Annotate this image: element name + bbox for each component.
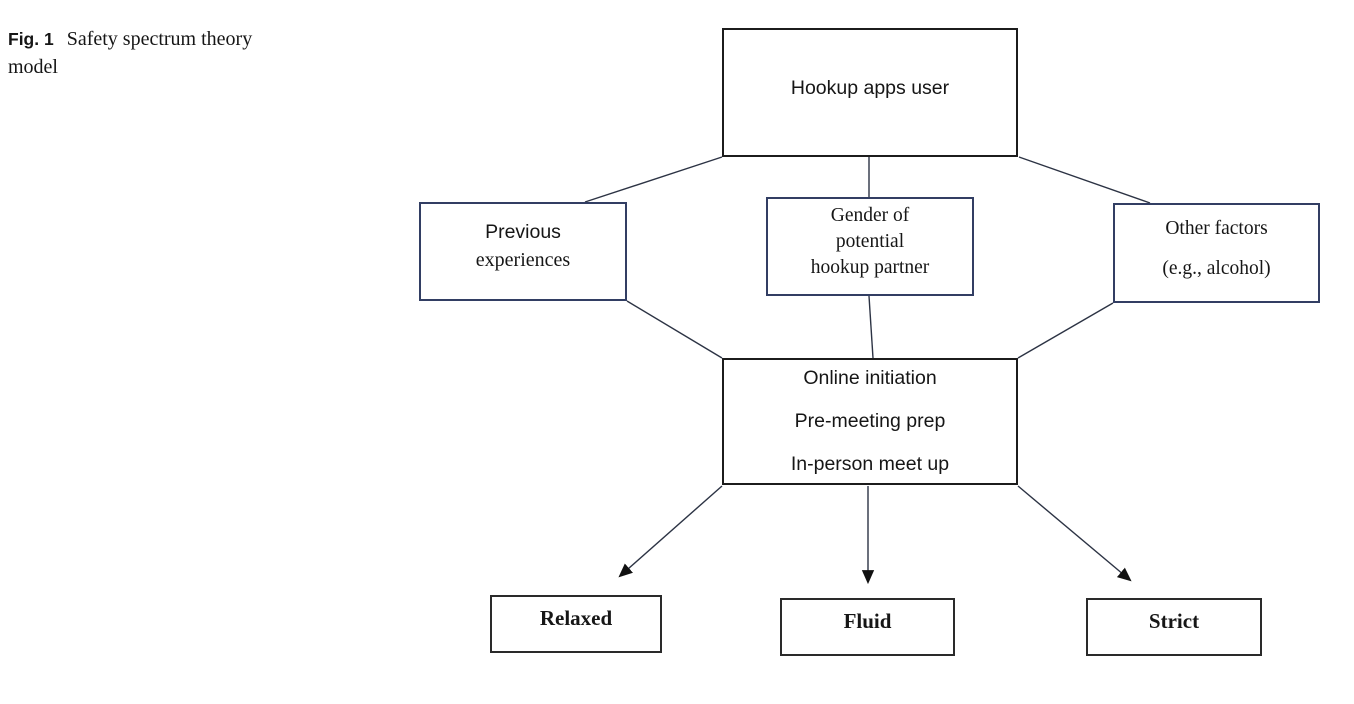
node-gender-of-partner: Gender of potential hookup partner <box>766 197 974 296</box>
node-fluid-label: Fluid <box>843 608 892 633</box>
node-relaxed-label: Relaxed <box>539 605 613 630</box>
edge-previous-process <box>626 300 723 359</box>
node-previous-experiences: Previous experiences <box>419 202 627 301</box>
node-process-stages: Online initiation Pre-meeting prep In-pe… <box>722 358 1018 485</box>
edge-other-process <box>1017 302 1114 359</box>
edge-gender-process <box>868 295 874 359</box>
node-hookup-apps-user: Hookup apps user <box>722 28 1018 157</box>
node-process-line-1: Online initiation <box>803 367 937 389</box>
figure-label: Fig. 1 <box>8 29 54 49</box>
node-previous-line-1: Previous <box>485 220 561 243</box>
node-strict-label: Strict <box>1148 608 1200 633</box>
arrow-process-strict <box>1017 485 1132 582</box>
figure-title-line2: model <box>8 56 58 78</box>
edge-user-other <box>1018 156 1151 204</box>
node-gender-line-2: potential <box>835 230 905 252</box>
node-other-line-1: Other factors <box>1165 218 1268 239</box>
node-gender-line-3: hookup partner <box>810 256 930 278</box>
figure-title-line1: Safety spectrum theory <box>66 28 253 50</box>
node-process-line-2: Pre-meeting prep <box>794 410 946 432</box>
edge-user-previous <box>584 156 723 203</box>
node-hookup-apps-user-label: Hookup apps user <box>790 77 950 99</box>
arrow-process-relaxed <box>618 485 723 578</box>
node-other-factors: Other factors (e.g., alcohol) <box>1113 203 1320 303</box>
node-other-line-2: (e.g., alcohol) <box>1162 258 1271 279</box>
node-gender-line-1: Gender of <box>830 204 910 226</box>
node-process-line-3: In-person meet up <box>790 453 950 475</box>
node-fluid: Fluid <box>780 598 955 656</box>
figure-caption: Fig. 1 Safety spectrum theory model <box>8 26 308 82</box>
node-strict: Strict <box>1086 598 1262 656</box>
node-relaxed: Relaxed <box>490 595 662 653</box>
node-previous-line-2: experiences <box>475 248 571 271</box>
